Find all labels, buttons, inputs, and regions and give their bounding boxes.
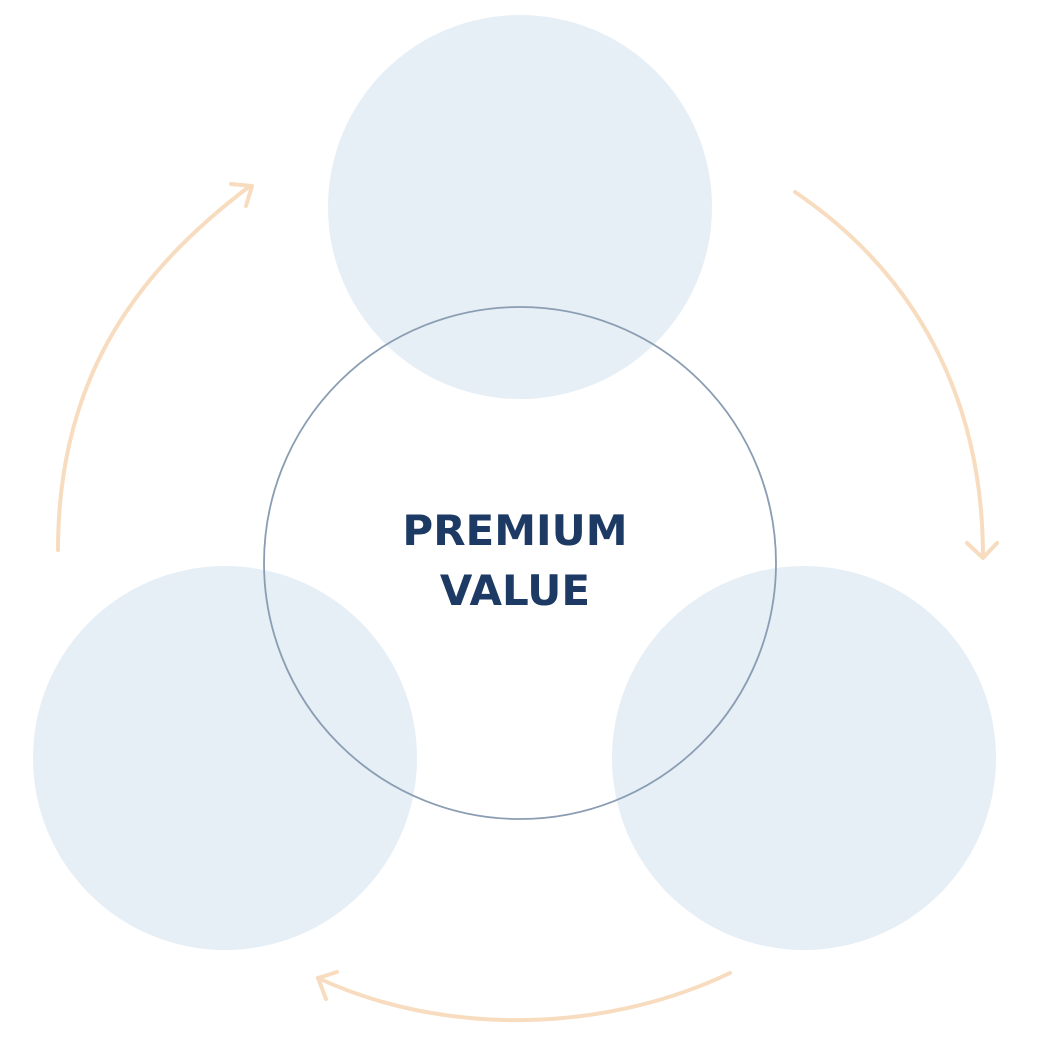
left-satellite-circle — [33, 566, 417, 950]
arrow-right-to-left — [316, 970, 732, 1023]
arrow-top-to-right — [793, 190, 999, 560]
center-circle — [263, 306, 777, 820]
center-label-line2: VALUE — [440, 566, 590, 615]
right-satellite-circle — [612, 566, 996, 950]
center-label-line1: PREMIUM — [402, 506, 627, 555]
arrow-left-to-top — [56, 182, 254, 552]
top-satellite-circle — [328, 15, 712, 399]
